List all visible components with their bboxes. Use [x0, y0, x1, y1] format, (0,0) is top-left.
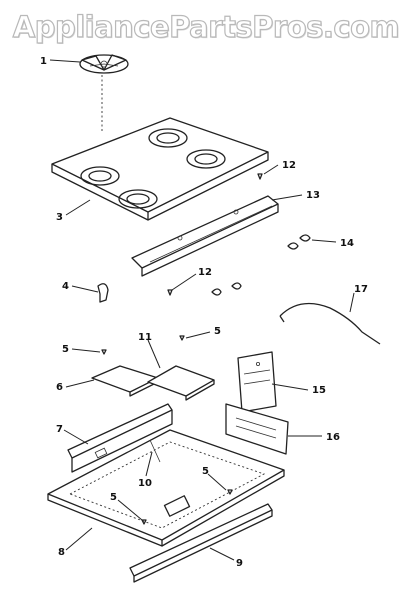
- part-3-cooktop[interactable]: [51, 117, 269, 221]
- part-13-manifold-panel[interactable]: [131, 195, 279, 277]
- part-17-wire-rod[interactable]: [279, 302, 381, 345]
- callout-5-b: 5: [214, 326, 221, 337]
- callout-numbers: 1 3 12 13 14 4 12 17 5 11 5 6 15 7 10 16…: [40, 56, 368, 569]
- part-4-bracket[interactable]: [97, 283, 109, 303]
- part-16-access-panel[interactable]: [225, 403, 289, 455]
- part-15-side-panel[interactable]: [237, 351, 277, 413]
- part-5-screw-c[interactable]: [227, 489, 233, 495]
- callout-12-lower: 12: [198, 267, 212, 278]
- part-8-bottom-pan[interactable]: [47, 429, 285, 547]
- part-12-screw-lower[interactable]: [167, 289, 173, 296]
- part-5-screw-d[interactable]: [141, 519, 147, 525]
- part-14-valve-pair[interactable]: [287, 234, 311, 250]
- part-11-heat-shield[interactable]: [147, 365, 215, 397]
- watermark-logo: AppliancePartsPros.com: [12, 9, 400, 44]
- part-10-reference: [149, 439, 161, 463]
- callout-4: 4: [62, 281, 69, 292]
- callout-12-upper: 12: [282, 160, 296, 171]
- part-6-heat-shield[interactable]: [91, 365, 159, 393]
- callout-14: 14: [340, 238, 354, 249]
- callout-5-c: 5: [202, 466, 209, 477]
- part-12-screw-upper[interactable]: [257, 173, 263, 180]
- callout-13: 13: [306, 190, 320, 201]
- callout-15: 15: [312, 385, 326, 396]
- callout-16: 16: [326, 432, 340, 443]
- part-9-kick-strip[interactable]: [129, 503, 273, 583]
- callout-9: 9: [236, 558, 243, 569]
- callout-1: 1: [40, 56, 47, 67]
- valve-clips: [211, 282, 242, 296]
- part-5-screw-b[interactable]: [179, 335, 185, 341]
- callout-8: 8: [58, 547, 65, 558]
- callout-11: 11: [138, 332, 152, 343]
- part-7-front-rail[interactable]: [67, 403, 173, 473]
- callout-7: 7: [56, 424, 63, 435]
- callout-3: 3: [56, 212, 63, 223]
- part-5-screw-a[interactable]: [101, 349, 107, 355]
- leader-lines: [49, 59, 355, 561]
- part-1-burner-spider[interactable]: [79, 54, 129, 74]
- callout-17: 17: [354, 284, 368, 295]
- callout-10: 10: [138, 478, 152, 489]
- callout-6: 6: [56, 382, 63, 393]
- callout-5-d: 5: [110, 492, 117, 503]
- callout-5-a: 5: [62, 344, 69, 355]
